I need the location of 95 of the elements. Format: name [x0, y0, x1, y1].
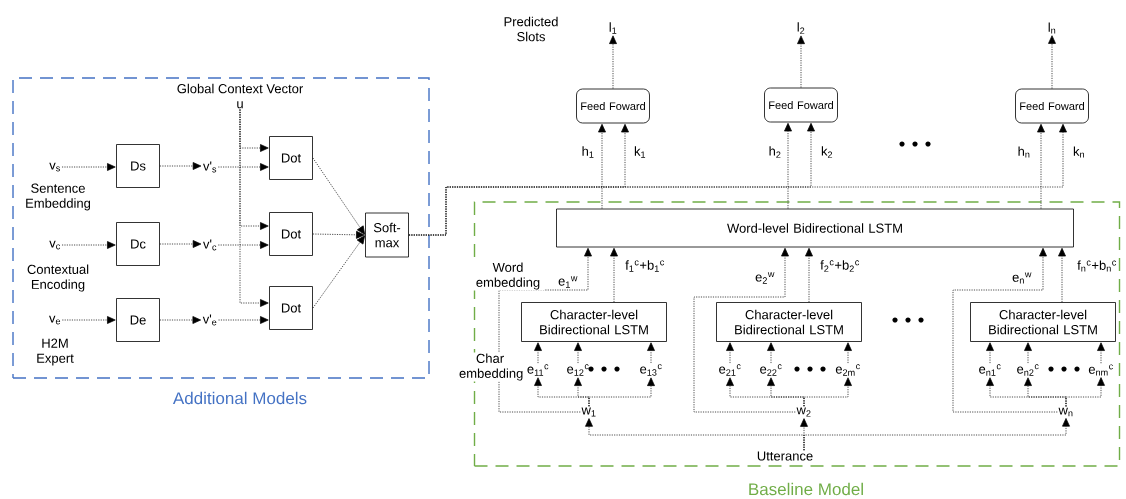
variable-label: v'$_{c}$ [203, 239, 217, 251]
variable-label: Global Context Vector u [177, 83, 303, 109]
arrow [159, 316, 201, 324]
variable-label: v'$_{e}$ [202, 314, 217, 326]
variable-label: e$_{13}$c [640, 364, 662, 376]
arrow [408, 123, 1067, 236]
arrow [803, 377, 852, 407]
text-label: Char embedding [458, 352, 523, 382]
arrow [986, 342, 994, 364]
arrow [1097, 342, 1105, 364]
arrow [588, 377, 655, 407]
edge-label: f$_{2}$$^{c}$+b$_{2}$c [819, 259, 861, 273]
arrow [159, 240, 202, 248]
process-box: Dc [116, 222, 160, 266]
arrow [312, 157, 365, 235]
arrow [159, 162, 202, 170]
process-box: Character-level Bidirectional LSTM [521, 302, 667, 342]
variable-label: e$_{11}$c [527, 364, 549, 376]
group-title: Additional Models [172, 391, 307, 405]
process-box: Feed Foward [576, 88, 650, 124]
variable-label: v$_{c}$ [49, 240, 61, 250]
arrow [61, 163, 116, 171]
edge-label: e$_{2}$w [754, 271, 776, 285]
process-box: Dot [269, 212, 313, 256]
arrow [844, 342, 852, 364]
arrow [534, 342, 542, 364]
process-box: De [116, 298, 160, 342]
process-box: Feed Foward [764, 87, 838, 123]
process-box: Ds [116, 144, 160, 188]
node-label: Sentence Embedding [26, 183, 91, 211]
edge-label: e$_{1}$w [557, 275, 579, 289]
arrow [797, 35, 805, 88]
variable-label: e$_{22}$c [760, 364, 782, 376]
variable-label: l$_{1}$ [609, 22, 617, 34]
arrow [726, 342, 734, 364]
process-box: Feed Foward [1015, 88, 1089, 124]
arrow [647, 342, 655, 364]
arrow [610, 247, 618, 303]
edge-label: h$_{1}$ [580, 145, 596, 159]
arrow [803, 418, 1070, 451]
process-box: Dot [269, 136, 313, 180]
edge-label: e$_{n}$w [1011, 271, 1033, 285]
process-box: Dot [269, 286, 313, 330]
variable-label: e$_{nm}$c [1088, 364, 1113, 376]
variable-label: e$_{n1}$c [979, 364, 1001, 376]
edge-label: f$_{n}$$^{c}$+b$_{n}$c [1076, 259, 1118, 273]
variable-label: v$_{s}$ [49, 162, 60, 172]
arrow [61, 241, 116, 249]
arrow [312, 230, 365, 239]
arrow [598, 123, 606, 209]
arrow [609, 35, 617, 89]
arrow [952, 247, 1058, 413]
arrow [1037, 123, 1045, 209]
arrow [217, 241, 269, 249]
variable-label: Utterance [757, 451, 813, 461]
process-box: Word-level Bidirectional LSTM [556, 208, 1074, 248]
arrow [217, 163, 269, 171]
edge-label: k$_{1}$ [633, 145, 648, 159]
text-label: Word embedding [472, 261, 544, 291]
variable-label: w$_{1}$ [581, 407, 596, 417]
variable-label: w$_{2}$ [796, 407, 811, 417]
arrow [61, 316, 116, 324]
variable-label: l$_{2}$ [797, 22, 805, 34]
variable-label: e$_{21}$c [719, 364, 741, 376]
arrow [218, 316, 269, 324]
variable-label: e$_{n2}$c [1017, 364, 1039, 376]
edge-label: f$_{1}$$^{c}$+b$_{1}$c [624, 259, 666, 273]
arrow [1058, 247, 1066, 303]
arrow [1065, 377, 1105, 407]
text-label: Predicted Slots [492, 15, 570, 43]
node-label: H2M Expert [37, 338, 74, 366]
edge-label: k$_{2}$ [820, 145, 835, 159]
edge-label: h$_{2}$ [767, 145, 783, 159]
process-box: Character-level Bidirectional LSTM [970, 302, 1116, 342]
variable-label: v$_{e}$ [49, 315, 61, 325]
variable-label: e$_{2m}$c [835, 364, 860, 376]
edge-label: k$_{n}$ [1072, 145, 1087, 159]
variable-label: l$_{n}$ [1048, 22, 1056, 34]
arrow [693, 247, 796, 413]
variable-label: w$_{n}$ [1058, 407, 1073, 417]
arrow [574, 342, 582, 364]
node-label: Contextual Encoding [27, 264, 89, 292]
arrow [1048, 35, 1056, 89]
arrow [784, 122, 792, 209]
arrow [805, 247, 813, 303]
process-box: Character-level Bidirectional LSTM [716, 302, 862, 342]
process-box: Soft- max [365, 212, 409, 258]
edge-label: h$_{n}$ [1016, 145, 1032, 159]
arrow [239, 109, 269, 307]
arrow [767, 342, 775, 364]
arrow [1024, 342, 1032, 364]
arrow [312, 235, 365, 309]
group-title: Baseline Model [749, 482, 863, 496]
variable-label: e$_{12}$c [567, 364, 589, 376]
variable-label: v'$_{s}$ [203, 161, 217, 173]
